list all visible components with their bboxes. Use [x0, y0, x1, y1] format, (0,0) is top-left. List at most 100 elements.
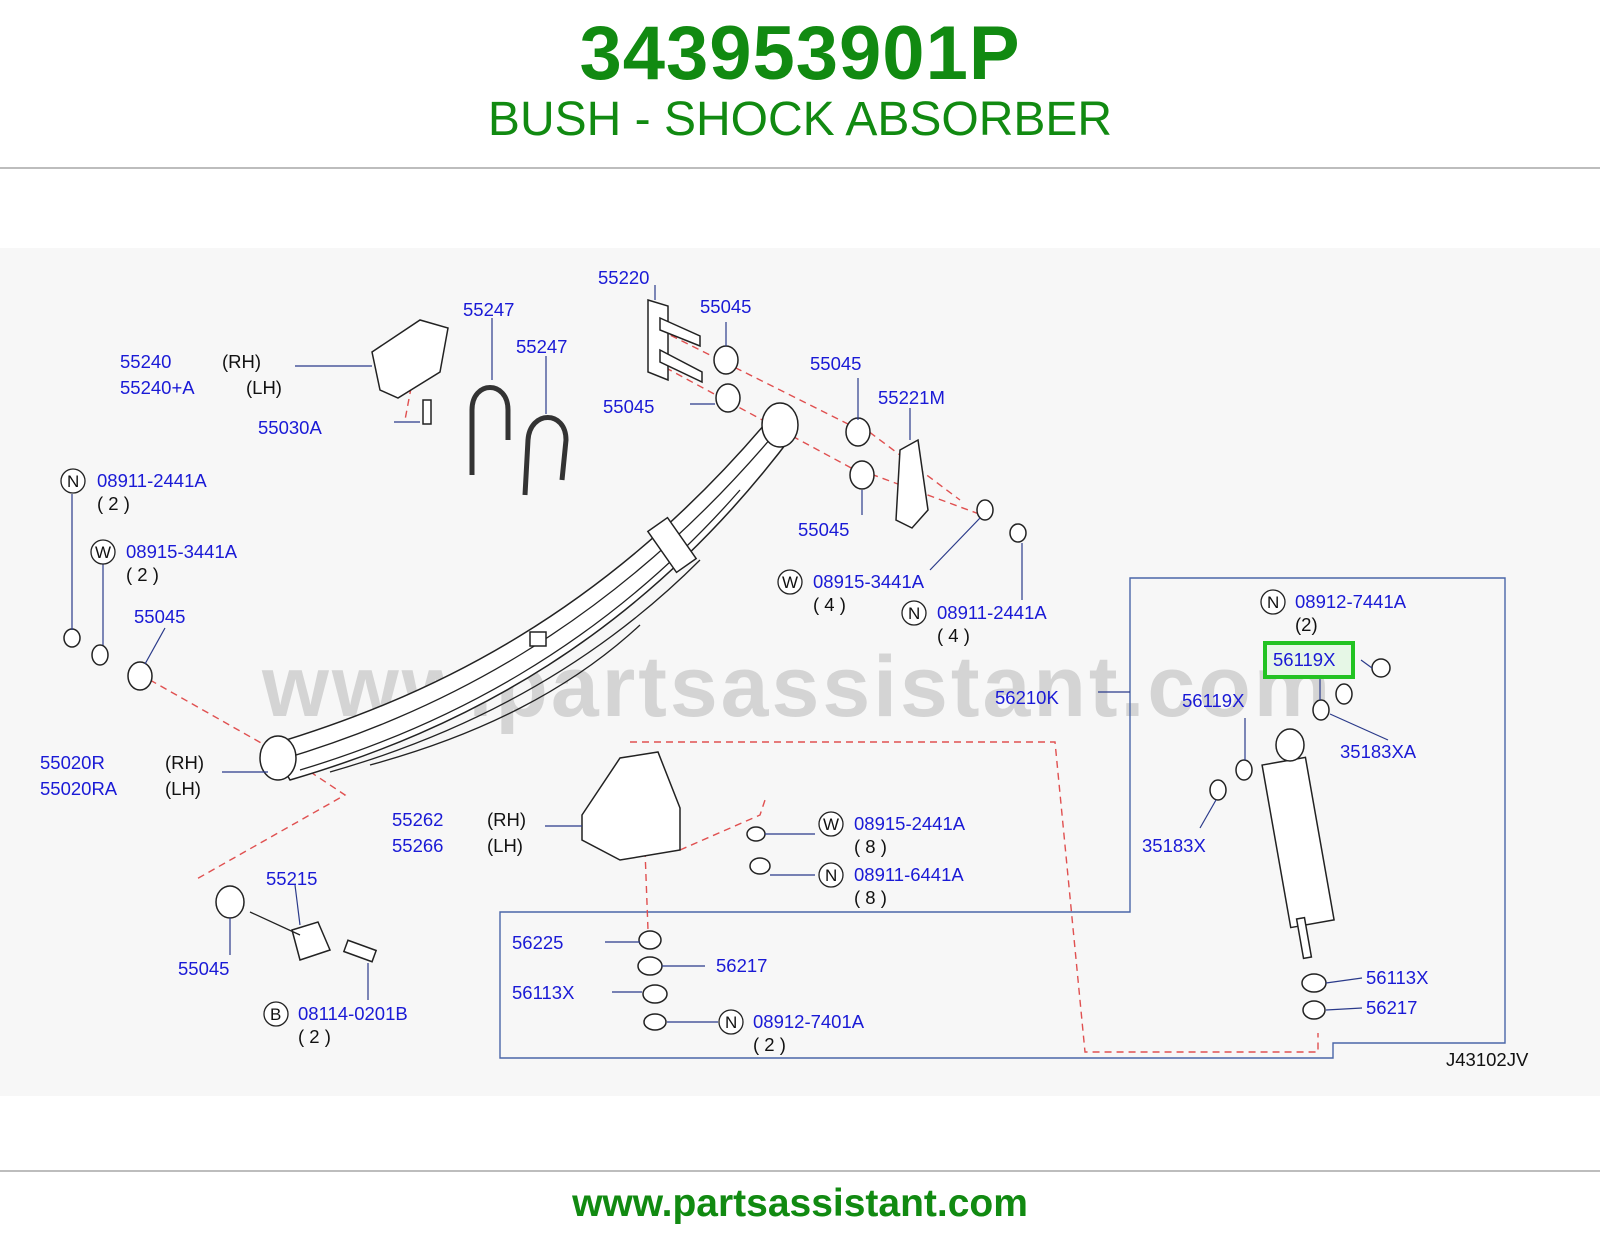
label-56210k[interactable]: 56210K: [995, 687, 1059, 708]
bolt-55030a: [422, 399, 432, 425]
bracket-55240: [371, 319, 449, 399]
label-56119x[interactable]: 56119X: [1182, 690, 1244, 711]
label-55030a[interactable]: 55030A: [258, 417, 322, 438]
nut-marker-circle: [818, 862, 844, 888]
label-55215[interactable]: 55215: [266, 868, 317, 889]
shackle-pin-shaft: [249, 911, 301, 936]
washer-marker-circle: [777, 569, 803, 595]
label-55045[interactable]: 55045: [603, 396, 654, 417]
footer-divider: [0, 1170, 1600, 1172]
label-55221m[interactable]: 55221M: [878, 387, 945, 408]
lower-stack-parts: [637, 930, 668, 1031]
label-lh: (LH): [165, 778, 201, 799]
label-55045[interactable]: 55045: [798, 519, 849, 540]
label-qty: (2): [1295, 614, 1318, 635]
label-55247[interactable]: 55247: [463, 299, 514, 320]
label-56119x-highlighted[interactable]: 56119X: [1273, 649, 1335, 670]
label-qty: ( 8 ): [854, 887, 887, 908]
diagram-code: J43102JV: [1446, 1049, 1529, 1070]
shackle-pin-55215: [291, 921, 332, 961]
label-55247[interactable]: 55247: [516, 336, 567, 357]
label-55240a[interactable]: 55240+A: [120, 377, 195, 398]
washer-marker-letter: W: [782, 573, 798, 592]
label-35183x[interactable]: 35183X: [1142, 835, 1206, 856]
label-56113x[interactable]: 56113X: [1366, 967, 1428, 988]
bolt-marker-letter: B: [270, 1005, 281, 1024]
nut-marker-letter: N: [725, 1013, 737, 1032]
shock-kit-outline-box: [499, 577, 1506, 1059]
dash-line-shackle: [194, 764, 347, 881]
label-56217[interactable]: 56217: [1366, 997, 1417, 1018]
header-divider: [0, 167, 1600, 169]
shackle-plate-55221m: [895, 438, 929, 529]
nut-marker-circle: [60, 468, 86, 494]
label-qty: ( 8 ): [854, 836, 887, 857]
parts-diagram-drawing: www.partsassistant.com: [40, 267, 1529, 1070]
label-55266[interactable]: 55266: [392, 835, 443, 856]
label-08911-2441a[interactable]: 08911-2441A: [97, 470, 207, 491]
footer-url[interactable]: www.partsassistant.com: [572, 1182, 1028, 1225]
label-08911-6441a[interactable]: 08911-6441A: [854, 864, 964, 885]
washer-marker-letter: W: [823, 815, 839, 834]
label-56113x[interactable]: 56113X: [512, 982, 574, 1003]
label-55020ra[interactable]: 55020RA: [40, 778, 118, 799]
leader-lines: [71, 285, 1389, 1023]
part-labels: 55220 55247 55247 55045 55045 55045 5504…: [40, 267, 1529, 1070]
label-55240[interactable]: 55240: [120, 351, 171, 372]
washer-marker-circle: [90, 539, 116, 565]
part-name-subtitle: BUSH - SHOCK ABSORBER: [487, 93, 1113, 146]
label-35183xa[interactable]: 35183XA: [1340, 741, 1417, 762]
dash-line-left-eye: [149, 679, 301, 766]
nut-marker-letter: N: [908, 604, 920, 623]
label-qty: ( 4 ): [937, 625, 970, 646]
label-55045[interactable]: 55045: [700, 296, 751, 317]
label-08912-7401a[interactable]: 08912-7401A: [753, 1011, 865, 1032]
nut-marker-circle: [1260, 589, 1286, 615]
label-08915-3441a[interactable]: 08915-3441A: [813, 571, 925, 592]
label-55020r[interactable]: 55020R: [40, 752, 105, 773]
dash-line-hanger-top: [654, 329, 991, 519]
leaf-spring: [259, 402, 799, 781]
u-bolt-55247-a: [469, 385, 511, 475]
label-qty: ( 2 ): [126, 564, 159, 585]
label-08114-0201b[interactable]: 08114-0201B: [298, 1003, 408, 1024]
bushings-upper: [127, 345, 875, 919]
label-55045[interactable]: 55045: [178, 958, 229, 979]
label-lh: (LH): [246, 377, 282, 398]
washers-nuts: [63, 499, 1391, 875]
label-08911-2441a[interactable]: 08911-2441A: [937, 602, 1047, 623]
u-bolt-55247-b: [522, 415, 569, 496]
label-rh: (RH): [222, 351, 261, 372]
dash-line-lower-stack: [644, 849, 649, 931]
bolt-marker-circle: [263, 1001, 289, 1027]
label-lh: (LH): [487, 835, 523, 856]
label-55262[interactable]: 55262: [392, 809, 443, 830]
spring-seat-plate-55262: [581, 751, 681, 861]
bolt-08114: [342, 939, 378, 963]
spring-hanger-55220: [647, 298, 703, 384]
label-qty: ( 2 ): [298, 1026, 331, 1047]
dash-line-plate-bolt: [679, 799, 766, 851]
nut-marker-letter: N: [825, 866, 837, 885]
nut-marker-circle: [718, 1009, 744, 1035]
washer-marker-letter: W: [95, 543, 111, 562]
label-08912-7441a[interactable]: 08912-7441A: [1295, 591, 1407, 612]
label-55045[interactable]: 55045: [134, 606, 185, 627]
parts-diagram: www.partsassistant.com: [0, 248, 1600, 1096]
label-rh: (RH): [165, 752, 204, 773]
label-56217[interactable]: 56217: [716, 955, 767, 976]
part-number-title: 343953901P: [579, 11, 1021, 96]
label-08915-3441a[interactable]: 08915-3441A: [126, 541, 238, 562]
washer-marker-circle: [818, 811, 844, 837]
highlighted-part-box: [1263, 641, 1355, 679]
label-56225[interactable]: 56225: [512, 932, 563, 953]
nut-marker-circle: [901, 600, 927, 626]
label-qty: ( 2 ): [753, 1034, 786, 1055]
label-rh: (RH): [487, 809, 526, 830]
nut-marker-letter: N: [67, 472, 79, 491]
dash-line-plate: [630, 741, 1319, 1053]
label-08915-2441a[interactable]: 08915-2441A: [854, 813, 966, 834]
label-qty: ( 4 ): [813, 594, 846, 615]
label-55220[interactable]: 55220: [598, 267, 649, 288]
label-55045[interactable]: 55045: [810, 353, 861, 374]
